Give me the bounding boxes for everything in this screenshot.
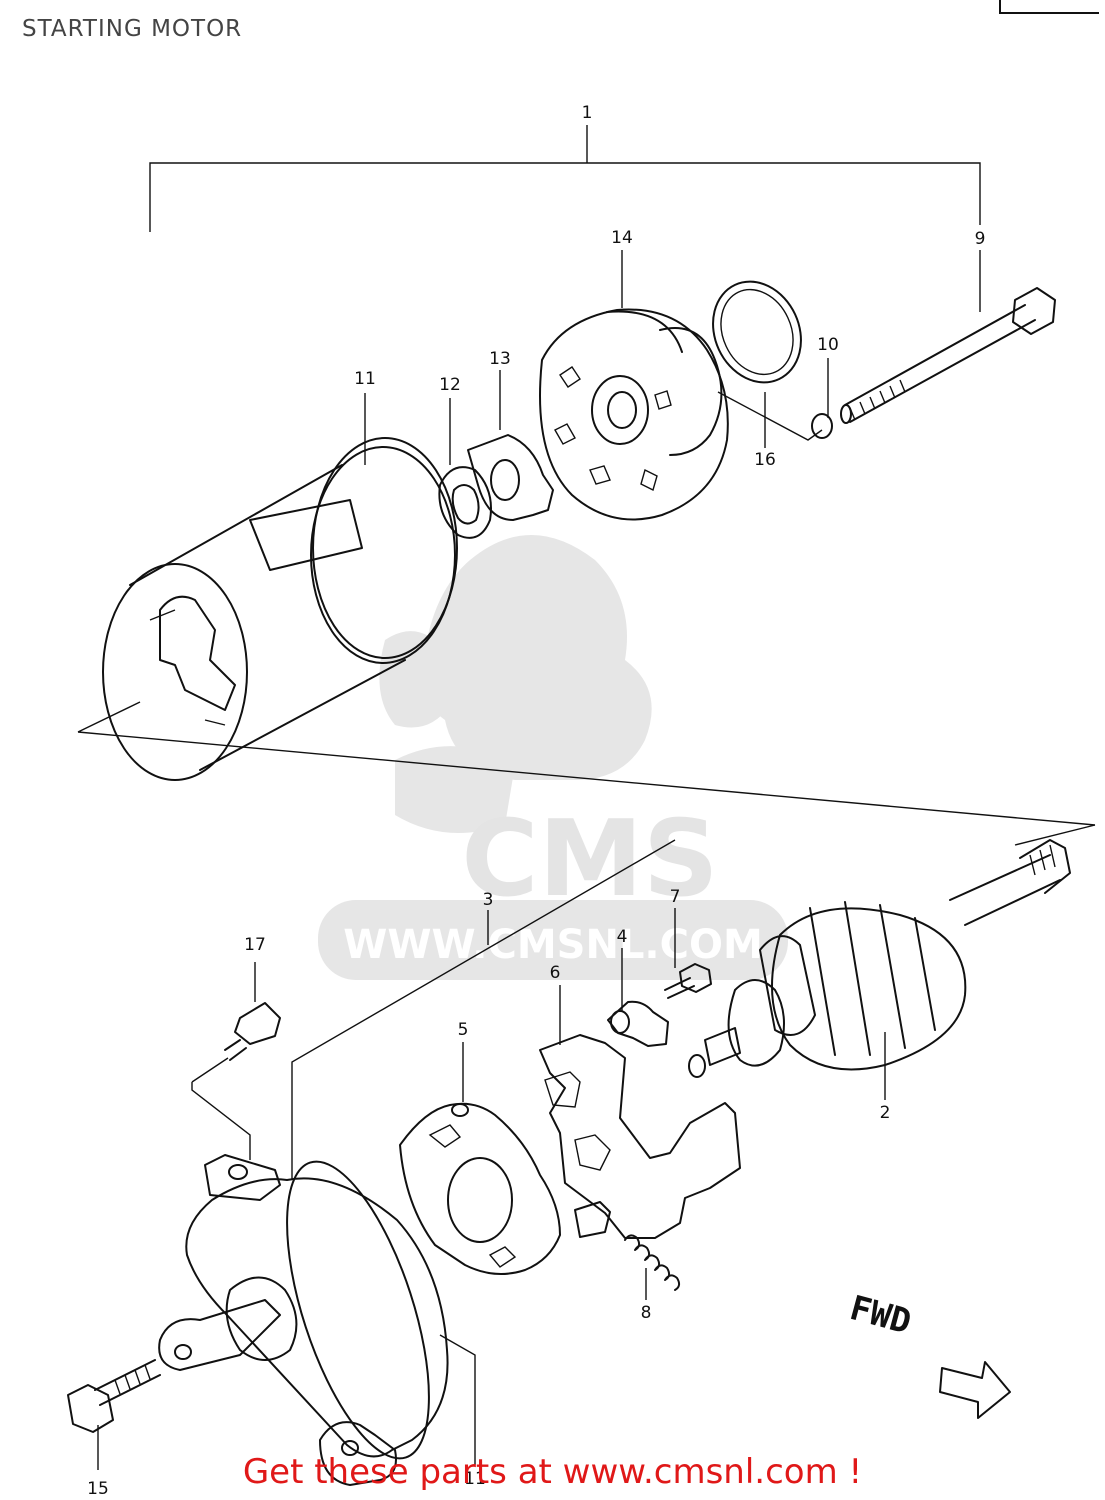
leader-lines-top: [364, 250, 981, 465]
page-title: STARTING MOTOR: [22, 16, 243, 42]
assembly-axis-lines: [77, 701, 1096, 1180]
watermark: CMS WWW.CMSNL.COM: [318, 535, 788, 980]
callout-10: 10: [817, 335, 839, 355]
o-ring-16-inner: [720, 288, 794, 376]
o-ring-16: [712, 280, 802, 384]
watermark-brand: CMS: [461, 798, 718, 920]
callout-16: 16: [754, 450, 776, 470]
watermark-mascot: [379, 535, 652, 833]
end-cover: [539, 308, 729, 521]
assembly-bracket: [149, 125, 981, 232]
callout-14: 14: [611, 228, 633, 248]
callout-4: 4: [617, 927, 628, 947]
callout-3: 3: [483, 890, 494, 910]
callout-11-top: 11: [354, 369, 376, 389]
fwd-label: FWD: [846, 1288, 916, 1343]
callout-11-bottom: 11: [464, 1469, 486, 1489]
callout-17: 17: [244, 935, 266, 955]
o-ring-upper: [312, 437, 458, 659]
end-housing: [158, 1154, 449, 1486]
callout-12: 12: [439, 375, 461, 395]
brush-4: [607, 1000, 669, 1047]
washer-13: [467, 434, 554, 521]
leader-lines-bottom: [97, 908, 886, 1470]
watermark-banner: [318, 900, 788, 980]
callout-13: 13: [489, 349, 511, 369]
washer-12: [438, 466, 492, 539]
callout-8: 8: [641, 1303, 652, 1323]
screw-7: [664, 963, 712, 999]
through-bolt-9: [840, 287, 1056, 424]
callout-9: 9: [975, 229, 986, 249]
callout-6: 6: [550, 963, 561, 983]
screw-17: [191, 1002, 281, 1160]
yoke-housing: [102, 446, 456, 781]
brush-holder-6: [539, 1034, 741, 1239]
watermark-url: WWW.CMSNL.COM: [343, 922, 763, 968]
callout-7: 7: [670, 887, 681, 907]
fwd-indicator: FWD: [846, 1288, 1011, 1419]
callout-2: 2: [880, 1103, 891, 1123]
spring-8: [624, 1234, 681, 1291]
armature: [688, 839, 1071, 1078]
fwd-arrow-icon: [939, 1361, 1011, 1419]
callout-15: 15: [87, 1479, 109, 1499]
corner-mark: [999, 0, 1099, 14]
get-parts-link[interactable]: Get these parts at www.cmsnl.com !: [242, 1452, 863, 1492]
callout-1: 1: [582, 103, 593, 123]
washer-10: [811, 413, 833, 439]
callouts: 1 9 14 10 13 11 12 16 3 7 4 17 6 5 2 8 1…: [87, 103, 985, 1499]
callout-5: 5: [458, 1020, 469, 1040]
bolt-15: [67, 1359, 161, 1433]
brush-plate-5: [399, 1102, 561, 1275]
